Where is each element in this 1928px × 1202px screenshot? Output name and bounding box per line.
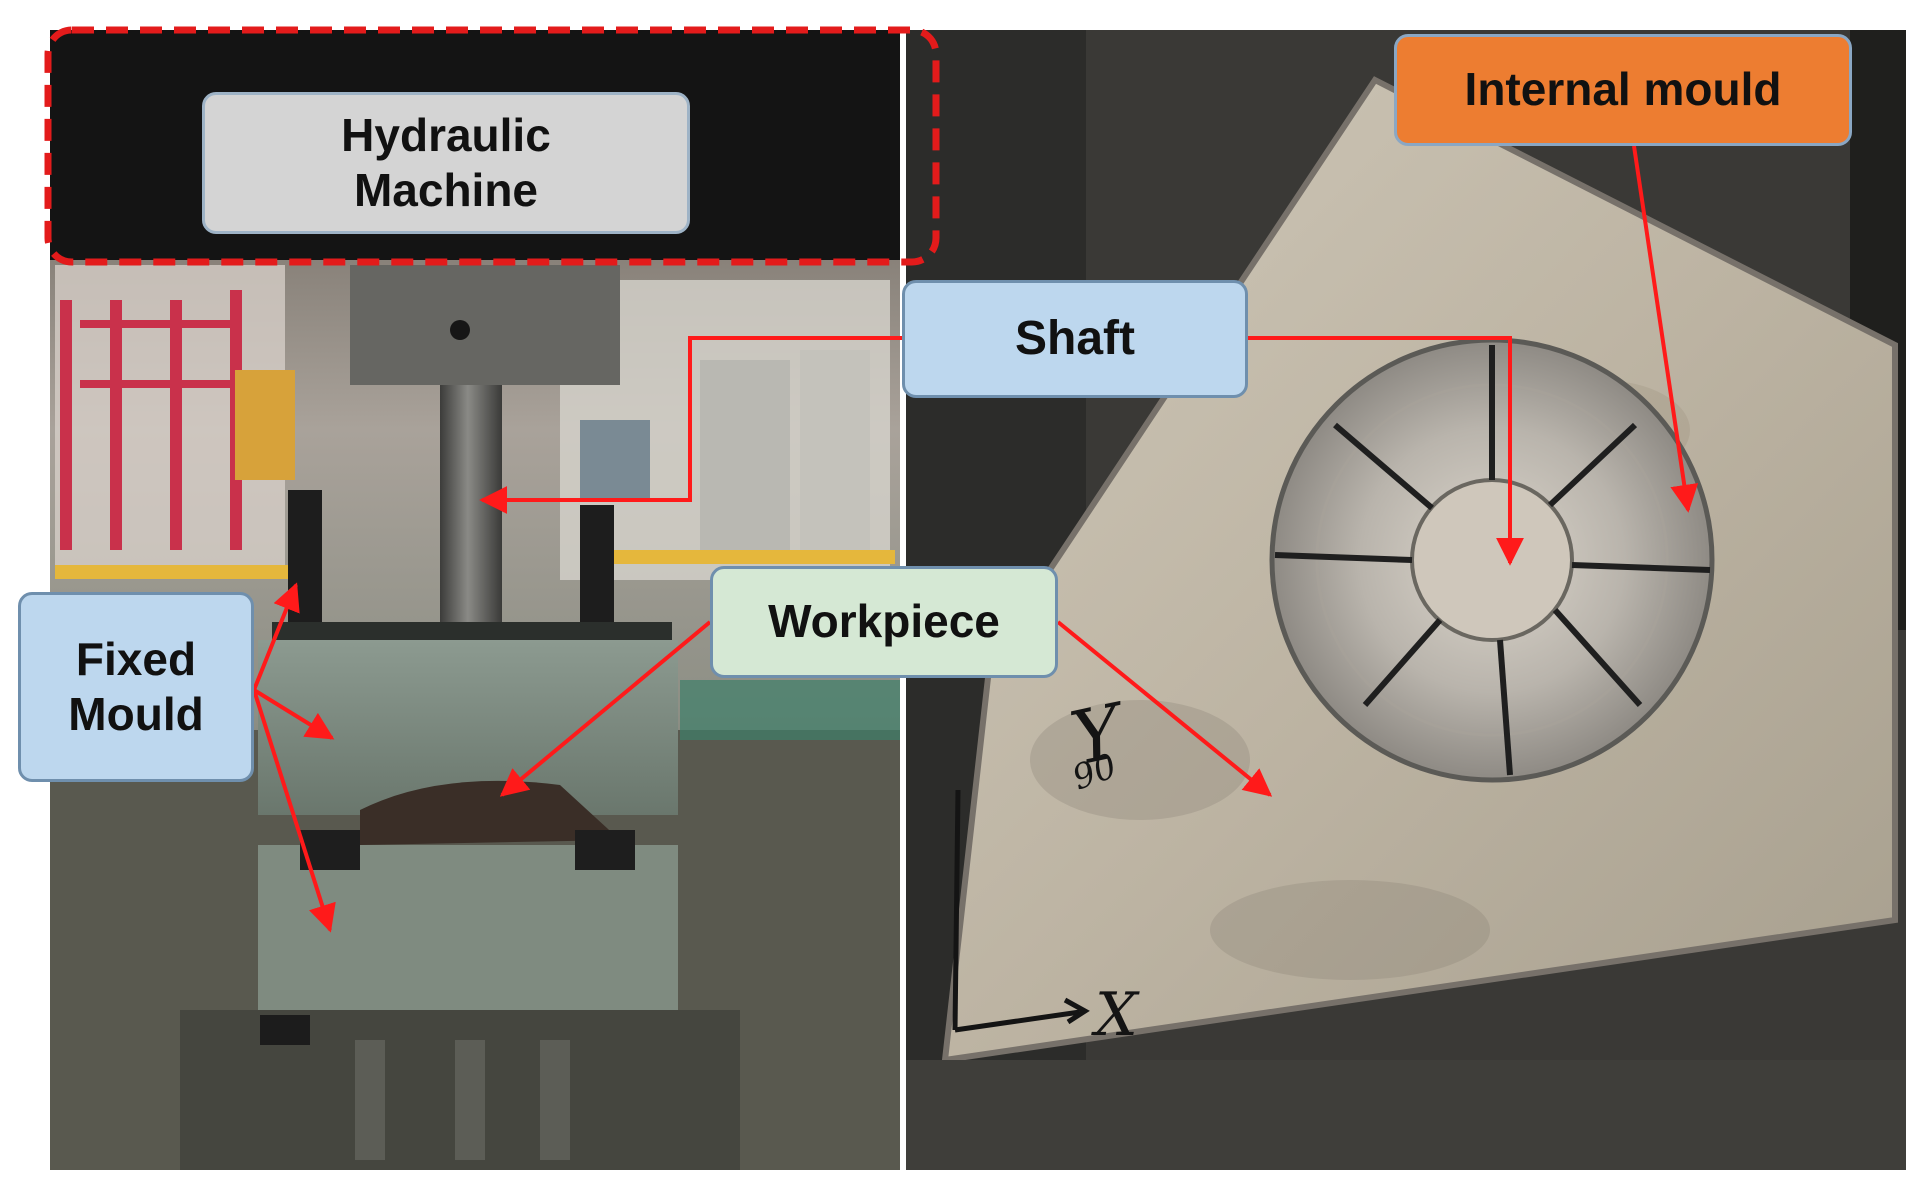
internal-mould-label-text: Internal mould (1464, 63, 1782, 116)
arrow-shaft-left (479, 336, 902, 514)
hydraulic-dashed-box (44, 26, 940, 266)
arrow-workpiece-right (1056, 620, 1273, 797)
handwritten-x: X (1091, 980, 1140, 1050)
internal-mould-label: Internal mould (1394, 34, 1852, 146)
arrow-fixed-lower (252, 689, 336, 933)
shaft-label: Shaft (902, 280, 1248, 398)
hydraulic-machine-line-2: Machine (353, 164, 539, 216)
workpiece-label: Workpiece (710, 566, 1058, 678)
disc-slots (1274, 345, 1711, 776)
right-photo: Y X 90 (906, 30, 1906, 1170)
arrow-fixed-upper (252, 688, 335, 740)
fixed-mould-line-2: Mould (68, 688, 204, 740)
annotation-arrows (252, 145, 1699, 933)
arrow-fixed-post (252, 582, 300, 691)
hydraulic-machine-line-1: Hydraulic (341, 108, 551, 161)
arrow-internal-mould (1632, 145, 1699, 513)
fixed-mould-line-1: Fixed (75, 632, 197, 685)
workpiece-label-text: Workpiece (768, 595, 1000, 648)
arrow-shaft-right (1248, 336, 1524, 566)
arrow-workpiece-left (499, 620, 712, 797)
shaft-label-text: Shaft (1015, 312, 1135, 366)
fixed-mould-label: Fixed Mould (18, 592, 254, 782)
hydraulic-machine-label: Hydraulic Machine (202, 92, 690, 234)
handwritten-axes (952, 789, 1090, 1033)
